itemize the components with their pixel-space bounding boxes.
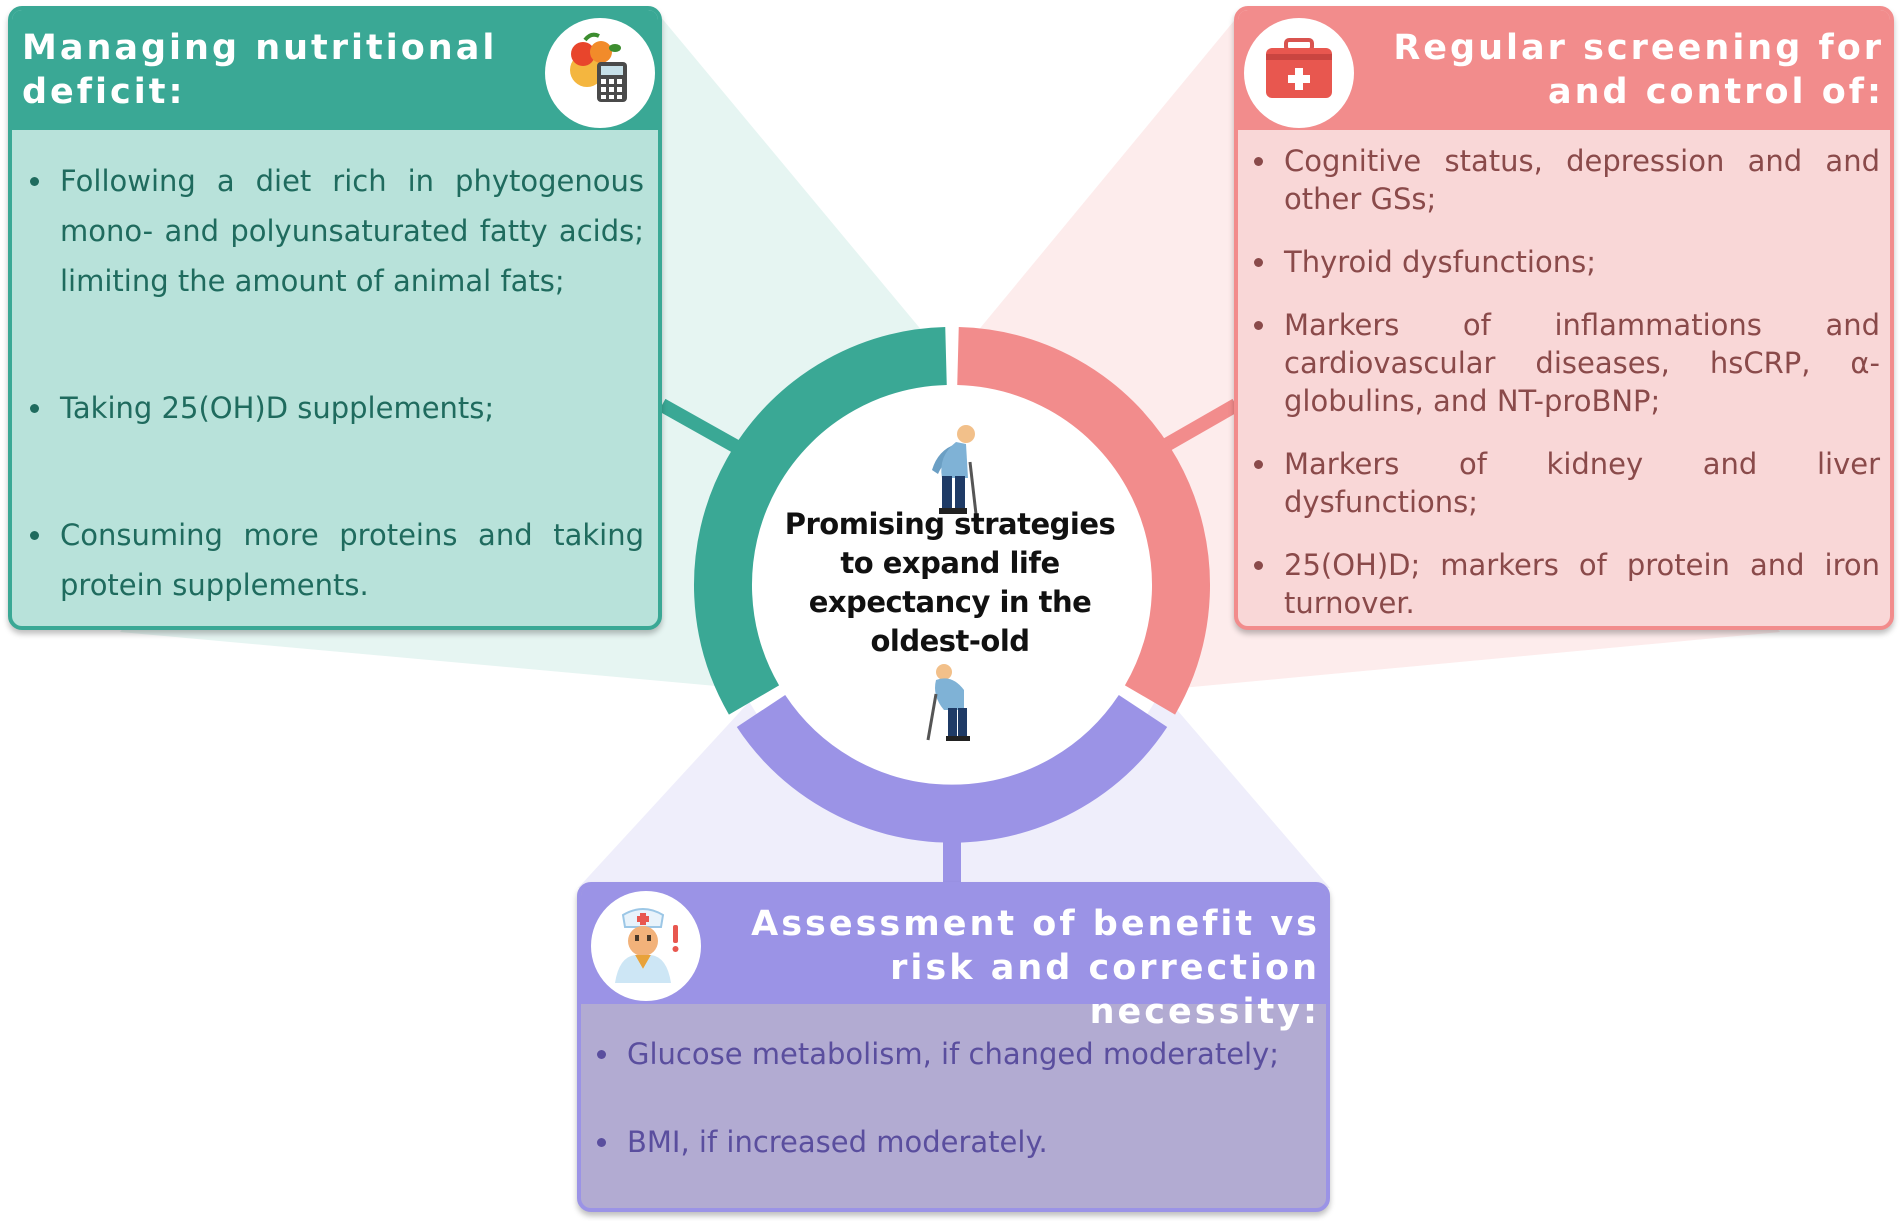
list-item: Taking 25(OH)D supplements;	[26, 383, 644, 433]
list-item: Cognitive status, depression and and oth…	[1250, 142, 1880, 218]
list-item: BMI, if increased moderately.	[593, 1122, 1293, 1162]
assessment-panel-header: Assessment of benefit vs risk and correc…	[581, 886, 1326, 1032]
list-item: 25(OH)D; markers of protein and iron tur…	[1250, 546, 1880, 622]
ring-segment-red	[956, 327, 1210, 715]
nutrition-panel-title: Managing nutritional deficit:	[22, 28, 498, 112]
assessment-panel: Assessment of benefit vs risk and correc…	[577, 882, 1330, 1212]
screening-panel-header: Regular screening for and control of:	[1238, 10, 1890, 130]
bullet	[597, 1138, 606, 1147]
fruits-calculator-icon	[545, 18, 655, 128]
assessment-item-list: Glucose metabolism, if changed moderatel…	[593, 1034, 1293, 1210]
center-title: Promising strategies to expand life expe…	[784, 507, 1116, 658]
ring-segment-purple	[736, 694, 1168, 843]
assessment-panel-title: Assessment of benefit vs risk and correc…	[751, 904, 1320, 1032]
list-item: Consuming more proteins and taking prote…	[26, 510, 644, 610]
nutrition-panel-header: Managing nutritional deficit:	[12, 10, 658, 130]
list-item: Glucose metabolism, if changed moderatel…	[593, 1034, 1293, 1074]
elderly-person-icon	[926, 664, 970, 741]
list-item: Markers of kidney and liver dysfunctions…	[1250, 445, 1880, 521]
bullet	[1254, 561, 1263, 570]
list-item: Markers of inflammations and cardiovascu…	[1250, 306, 1880, 420]
bullet	[30, 177, 39, 186]
bullet	[1254, 157, 1263, 166]
bullet	[30, 531, 39, 540]
bullet	[1254, 321, 1263, 330]
screening-panel: Regular screening for and control of: Co…	[1234, 6, 1894, 630]
bullet	[597, 1050, 606, 1059]
bullet	[1254, 258, 1263, 267]
bullet	[30, 404, 39, 413]
first-aid-kit-icon	[1244, 18, 1354, 128]
screening-panel-title: Regular screening for and control of:	[1393, 28, 1884, 112]
nutrition-panel: Managing nutritional deficit: Following …	[8, 6, 662, 630]
screening-item-list: Cognitive status, depression and and oth…	[1250, 142, 1880, 647]
ring-segment-green	[694, 327, 948, 715]
nutrition-item-list: Following a diet rich in phytogenous mon…	[26, 156, 644, 610]
elderly-person-icon	[932, 425, 978, 515]
list-item: Following a diet rich in phytogenous mon…	[26, 156, 644, 306]
doctor-alert-icon	[591, 891, 701, 1001]
bullet	[1254, 460, 1263, 469]
list-item: Thyroid dysfunctions;	[1250, 243, 1880, 281]
